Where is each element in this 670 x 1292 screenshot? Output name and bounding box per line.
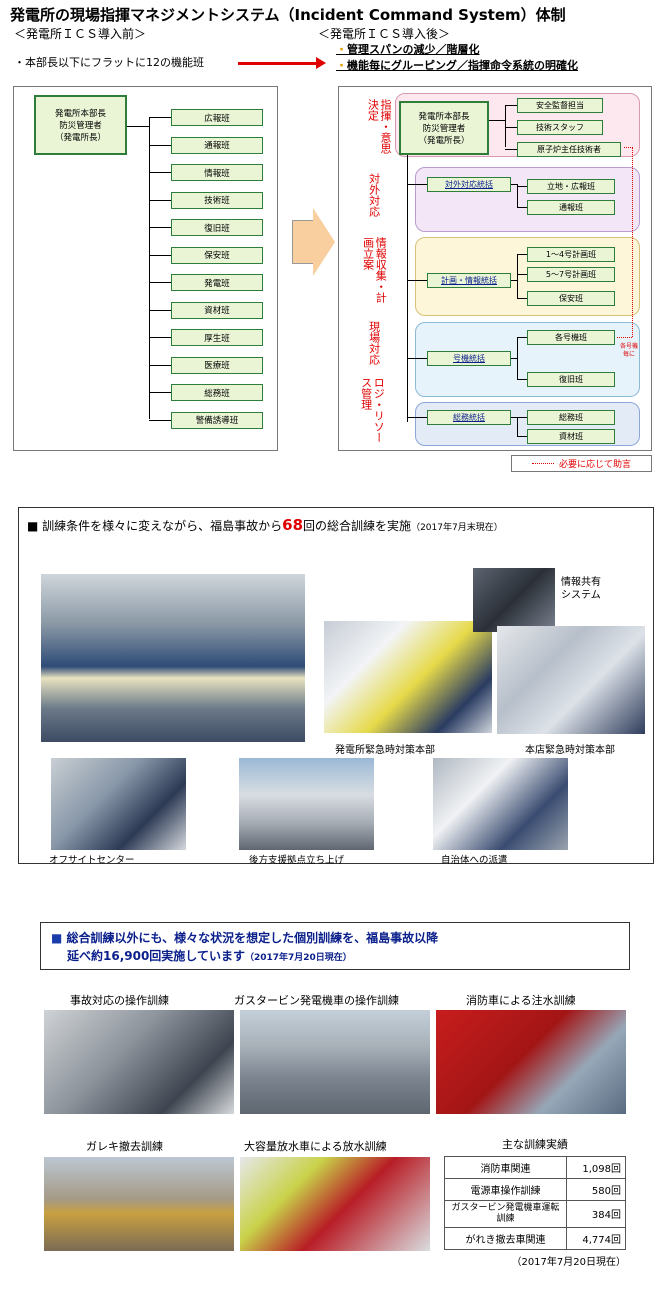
- before-team-box: 警備誘導班: [171, 411, 263, 429]
- section-training: ■ 訓練条件を様々に変えながら、福島事故から68回の総合訓練を実施（2017年7…: [18, 507, 654, 866]
- before-team-box: 医療班: [171, 356, 263, 374]
- hq-box-before: 発電所本部長防災管理者（発電所長）: [34, 95, 127, 155]
- arrow-head-icon: [316, 57, 326, 69]
- group-lead-box: 計画・情報統括: [427, 273, 511, 288]
- transition-arrow-icon: [313, 208, 335, 276]
- photo-gt-training: [240, 1010, 430, 1114]
- after-note-2: ・機能毎にグルーピング／指揮命令系統の明確化: [336, 59, 578, 72]
- after-note-1: ・管理スパンの減少／階層化: [336, 43, 480, 56]
- caption-info-system: 情報共有 システム: [561, 577, 601, 601]
- transition-arrow-body: [292, 220, 314, 264]
- caption-plant-hq: 発電所緊急時対策本部: [335, 745, 435, 756]
- caption-backup: 後方支援拠点立ち上げ: [249, 855, 345, 866]
- group-team-box: 保安班: [527, 291, 615, 306]
- photo-debris-training: [44, 1157, 234, 1251]
- before-note: ・本部長以下にフラットに12の機能班: [14, 56, 204, 69]
- before-label: ＜発電所ＩＣＳ導入前＞: [14, 27, 147, 41]
- page-title: 発電所の現場指揮マネジメントシステム（Incident Command Syst…: [10, 6, 566, 24]
- section3-heading: ■ 総合訓練以外にも、様々な状況を想定した個別訓練を、福島事故以降 延べ約16,…: [40, 922, 630, 970]
- photo-firetruck-training: [436, 1010, 626, 1114]
- group-lead-box: 総務統括: [427, 410, 511, 425]
- results-item: がれき撤去車関連: [444, 1226, 567, 1250]
- results-count: 384回: [566, 1200, 626, 1228]
- staff-box: 安全監督担当: [517, 98, 603, 113]
- before-diagram: 発電所本部長防災管理者（発電所長） 広報班通報班情報班技術班復旧班保安班発電班資…: [13, 86, 278, 451]
- group-team-box: 立地・広報班: [527, 179, 615, 194]
- before-team-box: 広報班: [171, 109, 263, 126]
- label-field: 現場対応: [367, 321, 381, 365]
- photo-general-training: [41, 574, 305, 742]
- section2-heading: ■ 訓練条件を様々に変えながら、福島事故から68回の総合訓練を実施（2017年7…: [27, 516, 503, 534]
- before-team-box: 厚生班: [171, 329, 263, 346]
- caption-offsite: オフサイトセンター: [49, 855, 135, 866]
- label-logistics: ロジ・リソース管理: [359, 377, 386, 443]
- results-count: 580回: [566, 1178, 626, 1201]
- group-team-box: 通報班: [527, 200, 615, 215]
- photo-municipal: [433, 758, 568, 850]
- before-team-box: 技術班: [171, 191, 263, 209]
- staff-box: 技術スタッフ: [517, 120, 603, 135]
- caption-firetruck-training: 消防車による注水訓練: [466, 994, 576, 1007]
- label-external: 対外対応: [367, 173, 381, 217]
- results-item: 消防車関連: [444, 1156, 567, 1179]
- before-team-box: 総務班: [171, 384, 263, 401]
- group-team-box: 5～7号計画班: [527, 267, 615, 282]
- photo-info-system: [473, 568, 555, 632]
- after-label: ＜発電所ＩＣＳ導入後＞: [318, 27, 451, 41]
- results-date: （2017年7月20日現在）: [511, 1256, 626, 1268]
- red-arrow: [238, 62, 318, 65]
- before-team-box: 保安班: [171, 246, 263, 264]
- hq-box-after: 発電所本部長防災管理者（発電所長）: [399, 101, 489, 155]
- group-lead-box: 号機統括: [427, 351, 511, 366]
- before-team-box: 資材班: [171, 301, 263, 319]
- results-count: 4,774回: [566, 1226, 626, 1250]
- group-lead-box: 対外対応統括: [427, 177, 511, 192]
- results-item: ガスタービン発電機車運転訓練: [444, 1200, 567, 1228]
- staff-box: 原子炉主任技術者: [517, 142, 621, 157]
- photo-op-training: [44, 1010, 234, 1114]
- caption-head-hq: 本店緊急時対策本部: [525, 745, 615, 756]
- caption-water-cannon-training: 大容量放水車による放水訓練: [244, 1140, 387, 1153]
- caption-gt-training: ガスタービン発電機車の操作訓練: [234, 994, 399, 1007]
- results-title: 主な訓練実績: [502, 1138, 568, 1151]
- photo-backup: [239, 758, 374, 850]
- group-team-box: 1～4号計画班: [527, 247, 615, 262]
- unit-note: 各号機毎に: [619, 343, 638, 358]
- results-item: 電源車操作訓練: [444, 1178, 567, 1201]
- label-command: 指揮・意思決定: [366, 99, 392, 154]
- before-team-box: 情報班: [171, 164, 263, 181]
- photo-head-hq: [497, 626, 645, 734]
- advice-legend: 必要に応じて助言: [511, 455, 652, 472]
- before-team-box: 復旧班: [171, 219, 263, 236]
- before-team-box: 通報班: [171, 136, 263, 154]
- photo-plant-hq: [324, 621, 492, 733]
- caption-debris-training: ガレキ撤去訓練: [86, 1140, 163, 1153]
- photo-offsite: [51, 758, 186, 850]
- photo-water-cannon-training: [240, 1157, 430, 1251]
- group-team-box: 各号機班: [527, 330, 615, 345]
- before-team-box: 発電班: [171, 274, 263, 291]
- caption-op-training: 事故対応の操作訓練: [70, 994, 169, 1007]
- group-team-box: 復旧班: [527, 372, 615, 387]
- label-planning: 情報収集・計画立案: [361, 237, 388, 303]
- group-team-box: 総務班: [527, 410, 615, 425]
- group-team-box: 資材班: [527, 429, 615, 444]
- caption-municipal: 自治体への派遣: [441, 855, 508, 866]
- after-diagram: 指揮・意思決定 対外対応 情報収集・計画立案 現場対応 ロジ・リソース管理 発電…: [338, 86, 652, 451]
- results-count: 1,098回: [566, 1156, 626, 1179]
